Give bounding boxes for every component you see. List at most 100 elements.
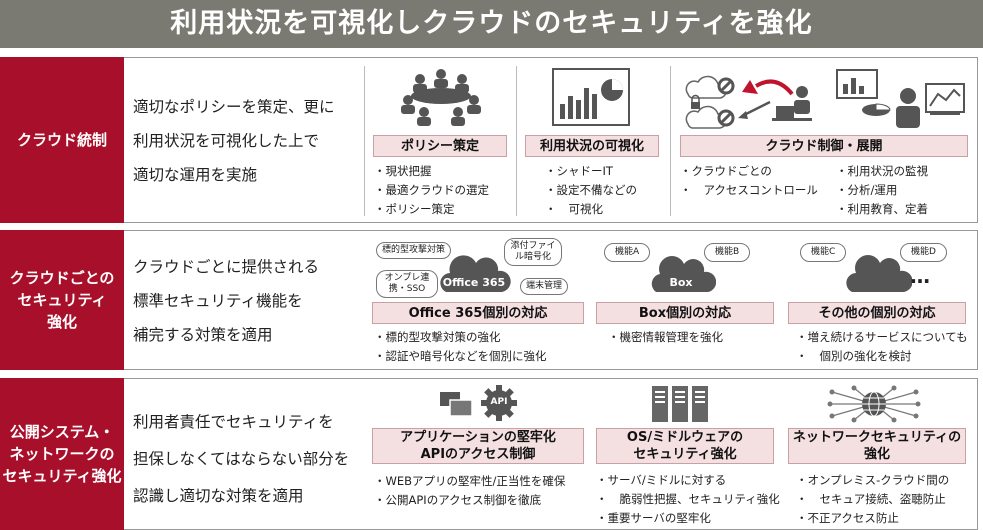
row-per-cloud-security: クラウドごとの セキュリティ 強化	[0, 230, 983, 370]
ellipsis-mark: …	[910, 264, 930, 288]
row-box	[124, 230, 978, 370]
bullet: アクセスコントロール	[680, 181, 818, 200]
bullet: クラウドごとの	[680, 162, 818, 181]
bullet: 認証や暗号化などを個別に強化	[374, 347, 547, 366]
head-os-middleware: OS/ミドルウェアの セキュリティ強化	[596, 428, 774, 464]
head-line: アプリケーションの堅牢化	[400, 430, 556, 445]
label-line: セキュリティ	[17, 291, 107, 309]
bullet-list: シャドーIT 設定不備などの 可視化	[545, 162, 638, 219]
desc-line: 利用者責任でセキュリティを	[133, 413, 334, 431]
tag-bubble: 機能C	[800, 243, 847, 262]
divider	[364, 66, 365, 216]
row-label: クラウドごとの セキュリティ 強化	[0, 230, 124, 370]
head-line: OS/ミドルウェアの	[626, 430, 744, 445]
bullet: 設定不備などの	[545, 181, 638, 200]
bullet: WEBアプリの堅牢性/正当性を確保	[374, 472, 566, 491]
bullet: 現状把握	[374, 162, 489, 181]
bullet-list: 利用状況の監視 分析/運用 利用教育、定着	[836, 162, 929, 219]
tag-bubble: 端末管理	[520, 278, 569, 295]
cloud-icon	[846, 255, 912, 292]
application-icon	[440, 392, 473, 417]
page-title: 利用状況を可視化しクラウドのセキュリティを強化	[0, 0, 983, 48]
tag-text: オンプレ連携・SSO	[384, 273, 430, 294]
label-line: ネットワークの	[9, 445, 115, 463]
desc-line: 標準セキュリティ機能を	[133, 292, 303, 310]
desc-line: 適切なポリシーを策定、更に	[133, 98, 335, 116]
cloud-label: Office 365	[442, 276, 506, 289]
head-line: セキュリティ強化	[633, 447, 737, 462]
bullet: シャドーIT	[545, 162, 637, 181]
head-cloud-control: クラウド制御・展開	[680, 135, 968, 157]
label-line: クラウドごとの	[9, 269, 115, 287]
bullet-list: サーバ/ミドルに対する 脆弱性把握、セキュリティ強化 重要サーバの堅牢化	[596, 471, 780, 528]
tag-bubble: 標的型攻撃対策	[376, 242, 452, 259]
cloud-icon	[651, 256, 716, 292]
bullet: 重要サーバの堅牢化	[596, 509, 780, 528]
desc-line: 適切な運用を実施	[133, 166, 258, 184]
tag-bubble: 添付ファイル暗号化	[504, 238, 562, 266]
bullet-list: オンプレミス-クラウド間の セキュア接続、盗聴防止 不正アクセス防止	[796, 471, 950, 528]
head-box: Box個別の対応	[596, 302, 774, 324]
bullet: 可視化	[545, 200, 637, 219]
desc-line: 利用状況を可視化した上で	[133, 132, 320, 150]
bullet: 利用状況の監視	[836, 162, 929, 181]
head-line: 強化	[863, 447, 890, 462]
bullet: 増え続けるサービスについても	[796, 328, 968, 347]
bullet: 個別の強化を検討	[796, 347, 968, 366]
bullet-list: WEBアプリの堅牢性/正当性を確保 公開APIのアクセス制御を徹底	[374, 472, 566, 510]
bullet: 不正アクセス防止	[796, 509, 949, 528]
bullet-list: クラウドごとの アクセスコントロール	[680, 162, 818, 200]
cloud-control-icon	[685, 75, 812, 129]
row-description: 適切なポリシーを策定、更に 利用状況を可視化した上で 適切な運用を実施	[133, 90, 335, 192]
head-policy: ポリシー策定	[373, 135, 507, 157]
server-icon	[652, 386, 708, 422]
bullet-list: 現状把握 最適クラウドの選定 ポリシー策定	[374, 162, 490, 219]
bullet: 最適クラウドの選定	[374, 181, 490, 200]
cloud-icon	[440, 255, 511, 292]
bullet-continuation: 個別の強化を検討	[819, 349, 912, 363]
desc-line: 補完する対策を適用	[133, 326, 273, 344]
bullet-list: 増え続けるサービスについても 個別の強化を検討	[796, 328, 968, 366]
row-label: 公開システム・ ネットワークの セキュリティ強化	[0, 378, 124, 530]
row-description: 利用者責任でセキュリティを 担保しなくてはならない部分を 認識し適切な対策を適用	[133, 404, 349, 515]
bullet: 分析/運用	[836, 181, 928, 200]
head-line: APIのアクセス制御	[420, 447, 536, 462]
head-visualization: 利用状況の可視化	[525, 135, 659, 157]
network-globe-icon	[827, 385, 921, 423]
bullet: ポリシー策定	[374, 200, 489, 219]
head-office365: Office 365個別の対応	[372, 302, 584, 324]
head-other: その他の個別の対応	[788, 302, 966, 324]
row-label: クラウド統制	[0, 57, 124, 223]
bullet-list: 機密情報管理を強化	[608, 328, 724, 347]
bullet-continuation: 脆弱性把握、セキュリティ強化	[619, 492, 780, 506]
analysis-icon	[836, 69, 965, 128]
bullet: 機密情報管理を強化	[608, 328, 724, 347]
bullet-list: 標的型攻撃対策の強化 認証や暗号化などを個別に強化	[374, 328, 547, 366]
head-application: アプリケーションの堅牢化 APIのアクセス制御	[372, 428, 584, 464]
divider	[516, 66, 517, 216]
desc-line: 担保しなくてはならない部分を	[133, 450, 350, 468]
desc-line: 認識し適切な対策を適用	[133, 487, 304, 505]
meeting-icon	[401, 69, 481, 126]
bullet: オンプレミス-クラウド間の	[796, 471, 950, 490]
row-description: クラウドごとに提供される 標準セキュリティ機能を 補完する対策を適用	[133, 250, 319, 352]
tag-text: 添付ファイル暗号化	[510, 241, 556, 262]
label-line: 公開システム・	[9, 423, 115, 441]
tag-bubble: オンプレ連携・SSO	[376, 270, 438, 298]
bullet: 標的型攻撃対策の強化	[374, 328, 547, 347]
row-public-system-security: 公開システム・ ネットワークの セキュリティ強化	[0, 378, 983, 530]
bullet: サーバ/ミドルに対する	[596, 471, 780, 490]
label-line: セキュリティ強化	[2, 467, 122, 485]
head-line: ネットワークセキュリティの	[792, 430, 962, 445]
api-icon-label: API	[490, 397, 508, 407]
chart-board-icon	[552, 68, 630, 126]
bullet: 利用教育、定着	[836, 200, 929, 219]
head-network: ネットワークセキュリティの 強化	[788, 428, 966, 464]
label-line: 強化	[46, 313, 77, 331]
bullet: 脆弱性把握、セキュリティ強化	[596, 490, 780, 509]
row-cloud-governance: クラウド統制	[0, 57, 983, 223]
tag-bubble: 機能B	[704, 243, 751, 262]
bullet: セキュア接続、盗聴防止	[796, 490, 949, 509]
bullet-continuation: セキュア接続、盗聴防止	[819, 492, 946, 506]
tag-bubble: 機能A	[604, 243, 651, 262]
